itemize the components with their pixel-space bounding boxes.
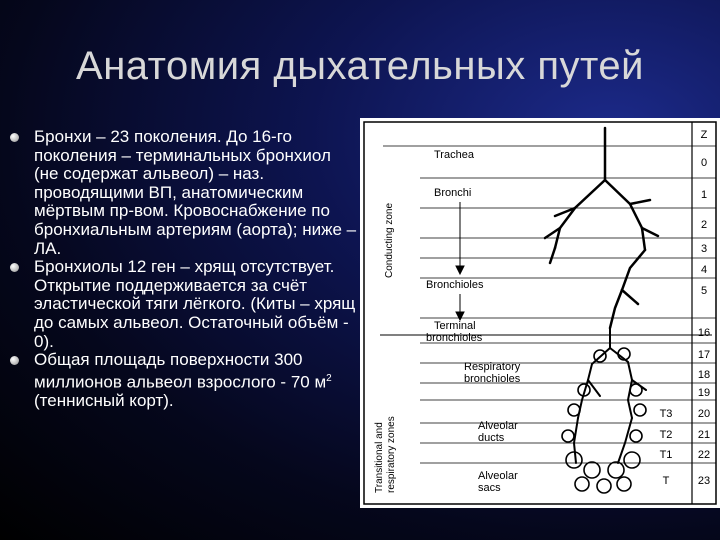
generation-number: 1 [701,189,707,201]
generation-number: 4 [701,264,707,276]
bullet-item-surface: Общая площадь поверхности 300 миллионов … [8,350,358,410]
bullet-item-bronchioles: Бронхиолы 12 ген – хрящ отсутствует. Отк… [8,257,358,351]
generation-number: 0 [701,157,707,169]
slide-title: Анатомия дыхательных путей [76,44,644,88]
alveolar-sacs [561,347,647,494]
bullet-text: Общая площадь поверхности 300 миллионов … [34,350,327,392]
bullet-icon [10,133,19,142]
label-alveolar-ducts-2: ducts [478,432,505,444]
bullet-list: Бронхи – 23 поколения. До 16-го поколени… [8,127,358,411]
label-terminal-1: Terminal [434,320,476,332]
transitional-zone-label-1: Transitional and [374,422,385,493]
label-terminal-2: bronchioles [426,332,483,344]
label-alveolar-sacs-2: sacs [478,482,501,494]
generation-number: 17 [698,349,710,361]
bronchial-tree [543,126,660,330]
column-header-z: Z [701,129,708,141]
generation-number: 16 [698,327,710,339]
bullet-text-end: (теннисный корт). [34,390,174,410]
transitional-zone-label-2: respiratory zones [386,416,397,493]
row-lines [383,145,716,464]
bullet-text: Бронхи – 23 поколения. До 16-го поколени… [34,127,357,258]
arrows [455,202,465,322]
generation-number: 3 [701,243,707,255]
label-alveolar-sacs-1: Alveolar [478,470,518,482]
conducting-zone-label: Conducting zone [384,203,395,278]
generation-number: 19 [698,387,710,399]
label-trachea: Trachea [434,149,475,161]
label-alveolar-ducts-1: Alveolar [478,420,518,432]
bullet-text: Бронхиолы 12 ген – хрящ отсутствует. Отк… [34,257,356,351]
generation-number: 18 [698,369,710,381]
label-respiratory-1: Respiratory [464,361,521,373]
generation-number: 23 [698,475,710,487]
generation-number: 22 [698,449,710,461]
generation-number: 21 [698,429,710,441]
superscript-two: 2 [326,372,332,384]
label-bronchi: Bronchi [434,187,471,199]
label-respiratory-2: bronchioles [464,373,521,385]
bullet-icon [10,356,19,366]
t-label: T3 [660,408,673,420]
bullet-icon [10,263,19,273]
generation-number: 5 [701,285,707,297]
label-bronchioles: Bronchioles [426,279,484,291]
t-label: T1 [660,449,673,461]
t-label: T2 [660,429,673,441]
airway-generations-diagram: Conducting zone Transitional and respira… [360,118,720,508]
bullet-item-bronchi: Бронхи – 23 поколения. До 16-го поколени… [8,127,358,258]
generation-number: 2 [701,219,707,231]
diagram-frame [363,121,717,505]
t-label: T [663,475,670,487]
airway-diagram-svg: Conducting zone Transitional and respira… [363,121,717,505]
generation-number: 20 [698,408,710,420]
